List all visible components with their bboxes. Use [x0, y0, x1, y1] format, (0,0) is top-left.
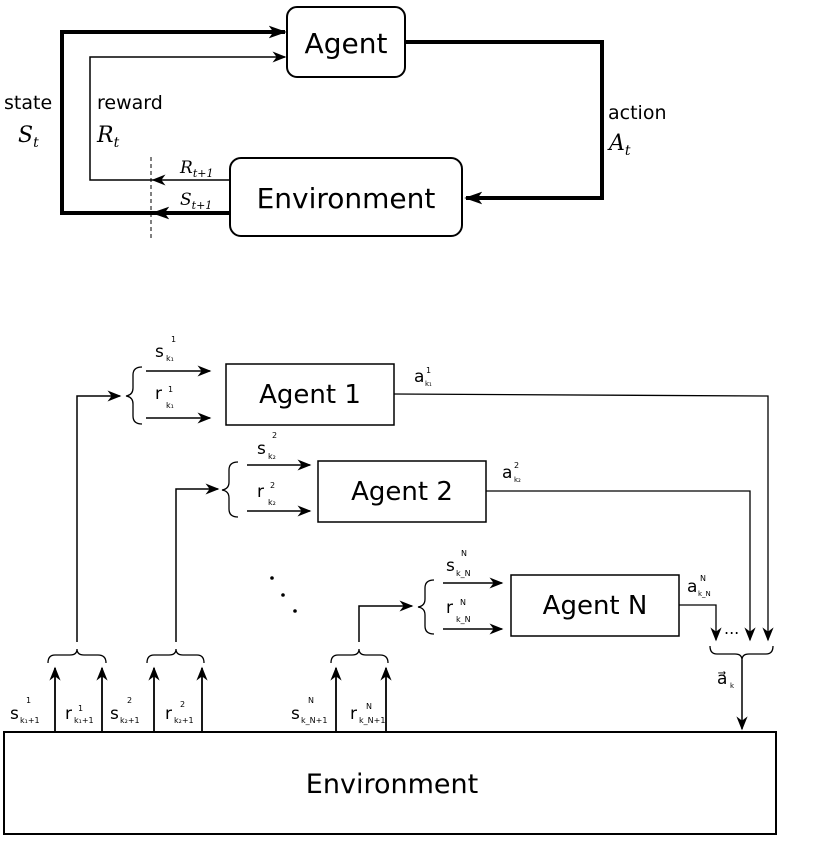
agent-2-box — [317, 460, 487, 523]
reward-symbol: Rt — [96, 123, 120, 151]
feedback-line-agent-n — [358, 600, 414, 642]
joint-action-label: a⃗k — [717, 669, 735, 690]
brace-env-output-1 — [47, 648, 107, 664]
feedback-line-agent-1 — [76, 390, 122, 642]
actions-ellipsis: ... — [724, 619, 739, 638]
top-diagram: Agent Environment state St reward Rt act… — [4, 6, 666, 238]
action-arrow — [405, 40, 604, 205]
reward-arrow — [89, 51, 287, 181]
environment-label: Environment — [257, 182, 436, 215]
environment-box-bottom — [3, 731, 777, 835]
brace-agent-2-input — [221, 461, 239, 518]
agent-n-label: Agent N — [543, 591, 648, 621]
state-word: state — [4, 92, 52, 114]
brace-env-output-n — [330, 648, 389, 664]
agent-label: Agent — [305, 27, 388, 60]
brace-agent-n-input — [417, 579, 435, 635]
state-symbol: St — [18, 123, 39, 151]
brace-joint-action — [709, 645, 774, 661]
a2-action-line — [486, 490, 756, 642]
agent-1-box — [225, 363, 395, 426]
agent-1-label: Agent 1 — [259, 380, 361, 410]
environment-box — [229, 157, 463, 237]
brace-env-output-2 — [146, 648, 205, 664]
reward-word: reward — [97, 92, 163, 114]
brace-agent-1-input — [125, 366, 143, 425]
environment-label-bottom: Environment — [306, 769, 478, 800]
state-arrow — [60, 25, 287, 215]
ellipsis-dot — [281, 593, 285, 597]
a1-action-line — [393, 393, 774, 642]
agent-2-label: Agent 2 — [351, 477, 453, 507]
ellipsis-dot — [293, 609, 297, 613]
action-symbol: At — [607, 131, 631, 159]
next-state-symbol: St+1 — [180, 190, 212, 212]
ellipsis-dot — [270, 576, 274, 580]
an-action-line — [679, 604, 722, 642]
next-reward-symbol: Rt+1 — [179, 158, 213, 180]
feedback-line-agent-2 — [175, 483, 220, 642]
action-word: action — [608, 102, 666, 124]
